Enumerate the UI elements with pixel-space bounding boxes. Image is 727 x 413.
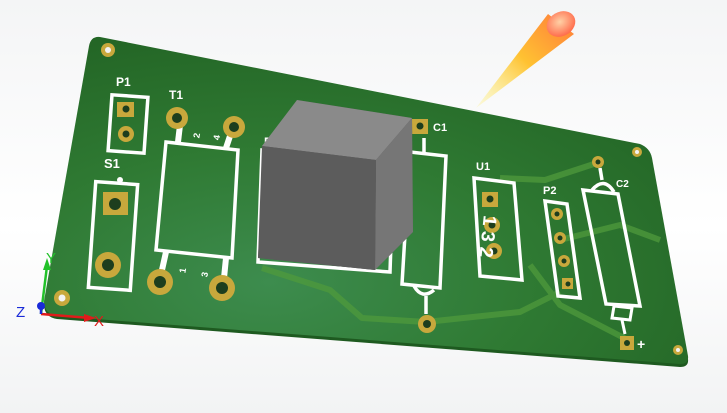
component-p1[interactable]: [106, 92, 150, 156]
mounting-holes: [54, 43, 683, 355]
component-s1[interactable]: [86, 177, 140, 293]
label-t1-pin3: 3: [199, 271, 210, 278]
label-t1-pin4: 4: [211, 134, 222, 141]
label-p1: P1: [116, 75, 131, 89]
axis-z-label: Z: [16, 304, 25, 321]
component-t1[interactable]: [147, 107, 245, 301]
axis-y-label: Y: [46, 250, 56, 267]
component-c2[interactable]: [580, 156, 643, 350]
label-p2: P2: [543, 185, 556, 197]
label-t1-pin1: 1: [177, 267, 188, 274]
label-t1-pin2: 2: [191, 132, 202, 139]
label-c1: C1: [433, 122, 447, 134]
label-u1: U1: [476, 161, 490, 173]
label-u1-pins: 1 3 2: [474, 214, 499, 258]
axis-x-label: X: [94, 313, 104, 330]
label-plus: +: [637, 336, 645, 352]
copper-traces: [261, 159, 662, 343]
label-t1: T1: [169, 88, 183, 102]
component-d-body-3d[interactable]: [258, 100, 413, 270]
component-p2[interactable]: [542, 198, 583, 300]
label-c2: C2: [616, 179, 629, 190]
axis-triad: Y X Z: [16, 250, 104, 330]
component-u1[interactable]: [472, 176, 524, 282]
label-s1: S1: [104, 156, 120, 171]
light-source[interactable]: [476, 6, 580, 108]
